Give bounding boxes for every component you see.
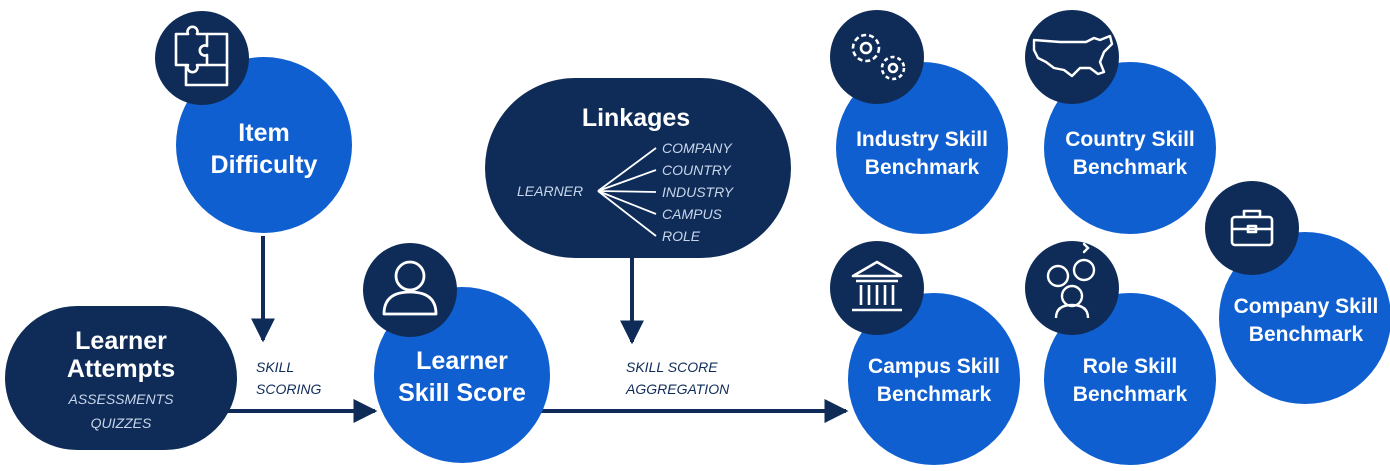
learner-attempts-node: Learner Attempts ASSESSMENTS QUIZZES — [5, 306, 237, 450]
linkages-title: Linkages — [582, 104, 690, 132]
learner-attempts-sub2: QUIZZES — [91, 415, 152, 431]
item-difficulty-line2: Difficulty — [211, 151, 318, 179]
industry-benchmark-node: Industry Skill Benchmark — [836, 62, 1008, 234]
country-benchmark-line1: Country Skill — [1065, 128, 1195, 151]
gears-icon — [830, 10, 924, 104]
item-difficulty-line1: Item — [238, 119, 289, 147]
skill-scoring-line1: SKILL — [256, 359, 294, 375]
aggregation-line1: SKILL SCORE — [626, 359, 718, 375]
puzzle-icon — [155, 11, 249, 105]
linkages-node: Linkages LEARNER COMPANY COUNTRY INDUSTR… — [485, 78, 791, 258]
linkages-target-industry: INDUSTRY — [662, 184, 735, 200]
role-benchmark-line2: Benchmark — [1073, 383, 1188, 406]
linkages-source: LEARNER — [517, 183, 583, 199]
industry-benchmark-line2: Benchmark — [865, 156, 980, 179]
country-benchmark-node: Country Skill Benchmark — [1044, 62, 1216, 234]
briefcase-icon — [1205, 181, 1299, 275]
company-benchmark-line2: Benchmark — [1249, 323, 1364, 346]
building-icon — [830, 241, 924, 335]
linkages-target-role: ROLE — [662, 228, 701, 244]
company-benchmark-node: Company Skill Benchmark — [1219, 232, 1390, 404]
learner-attempts-sub1: ASSESSMENTS — [67, 391, 174, 407]
people-icon — [1025, 241, 1119, 335]
linkages-target-country: COUNTRY — [662, 162, 732, 178]
role-benchmark-node: Role Skill Benchmark — [1044, 293, 1216, 465]
role-benchmark-line1: Role Skill — [1083, 355, 1178, 378]
learner-skill-score-line1: Learner — [416, 347, 508, 375]
linkages-target-campus: CAMPUS — [662, 206, 723, 222]
skill-scoring-line2: SCORING — [256, 381, 321, 397]
learner-attempts-line1: Learner — [75, 327, 167, 355]
us-map-icon — [1025, 10, 1119, 104]
campus-benchmark-line1: Campus Skill — [868, 355, 1000, 378]
learner-attempts-line2: Attempts — [67, 355, 175, 383]
aggregation-line2: AGGREGATION — [625, 381, 730, 397]
campus-benchmark-line2: Benchmark — [877, 383, 992, 406]
industry-benchmark-line1: Industry Skill — [856, 128, 988, 151]
country-benchmark-line2: Benchmark — [1073, 156, 1188, 179]
campus-benchmark-node: Campus Skill Benchmark — [848, 293, 1020, 465]
linkages-fan — [597, 147, 657, 237]
linkages-target-company: COMPANY — [662, 140, 733, 156]
company-benchmark-line1: Company Skill — [1234, 295, 1379, 318]
user-icon — [363, 243, 457, 337]
learner-skill-score-line2: Skill Score — [398, 379, 526, 407]
